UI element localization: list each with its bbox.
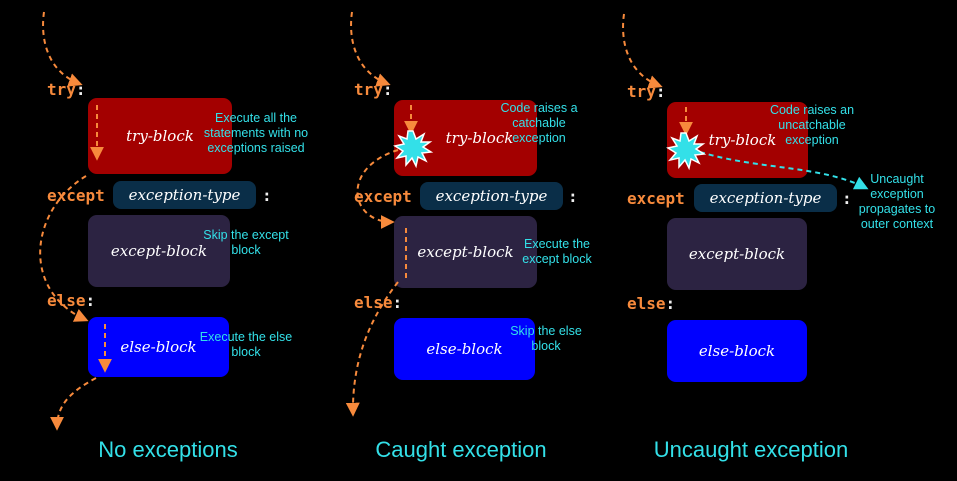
except-colon: : [262,186,272,205]
caption-caught-exception: Caught exception [375,437,547,462]
exception-type-label: exception-type [435,187,548,205]
note-propagate: Uncaught exception propagates to outer c… [858,172,936,231]
note-try: Code raises a catchable exception [500,101,578,145]
exception-type-block: exception-type [694,184,837,212]
keyword-except: except [627,189,685,208]
note-else: Execute the else block [199,330,293,359]
else-block-label: else-block [120,338,197,356]
caption-no-exceptions: No exceptions [98,437,238,462]
note-else: Skip the else block [510,324,582,353]
caption-uncaught-exception: Uncaught exception [653,437,849,462]
keyword-else: else: [627,294,676,313]
else-block-label: else-block [698,342,776,360]
exception-type-block: exception-type [113,181,256,209]
except-block: except-block [667,218,807,290]
except-block: except-block [88,215,230,287]
try-block-label: try-block [445,129,514,147]
note-try: Code raises an uncatchable exception [769,103,855,147]
keyword-try: try: [354,80,393,99]
note-try: Execute all the statements with no excep… [203,111,309,155]
else-block-label: else-block [426,340,503,358]
else-block: else-block [667,320,807,382]
exception-type-block: exception-type [420,182,563,210]
except-block-label: except-block [688,245,786,263]
keyword-try: try: [627,82,666,101]
exception-type-label: exception-type [128,186,241,204]
except-block-label: except-block [110,242,208,260]
try-block: try-block [88,98,232,174]
exit-arrow [50,377,97,431]
entry-arrow [622,13,663,89]
exception-type-label: exception-type [709,189,822,207]
except-colon: : [568,187,578,206]
keyword-except: except [354,187,412,206]
keyword-except: except [47,186,105,205]
to-except-arrow [356,149,399,229]
keyword-else: else: [354,293,403,312]
keyword-else: else: [47,291,96,310]
else-block: else-block [394,318,535,380]
except-colon: : [842,189,852,208]
keyword-try: try: [47,80,86,99]
entry-arrow [42,11,83,87]
except-block-label: except-block [417,243,514,261]
note-except: Skip the except block [203,228,289,257]
note-except: Execute the except block [522,237,592,266]
except-block: except-block [394,216,537,288]
try-block-label: try-block [126,127,194,145]
entry-arrow [350,11,391,87]
try-block-label: try-block [708,131,777,149]
